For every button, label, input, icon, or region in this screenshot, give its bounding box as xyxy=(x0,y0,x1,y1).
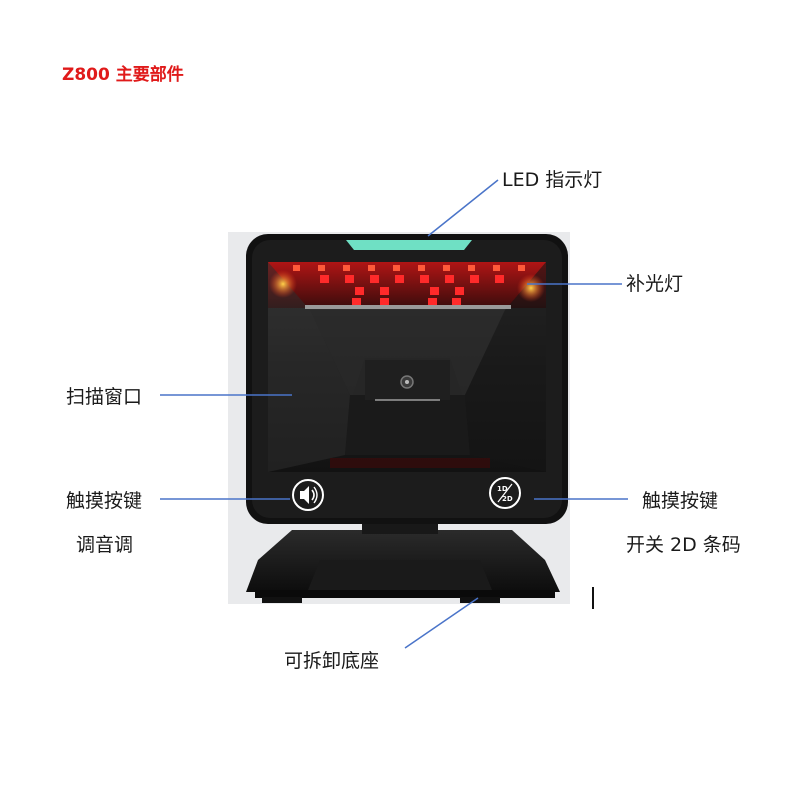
diagram-title: Z800 主要部件 xyxy=(62,65,184,85)
led-indicator-strip xyxy=(346,240,472,250)
label-scan-window: 扫描窗口 xyxy=(66,386,143,408)
text-cursor xyxy=(592,587,594,609)
leader-led xyxy=(427,179,499,237)
label-touch-left: 触摸按键 xyxy=(66,490,143,512)
leader-base xyxy=(404,597,479,649)
leader-lines xyxy=(160,179,628,649)
barcode-mode-icon: 1D 2D xyxy=(497,483,513,503)
detachable-base xyxy=(246,522,560,603)
touch-button-volume[interactable] xyxy=(292,479,324,511)
label-led-indicator: LED 指示灯 xyxy=(502,169,603,191)
label-touch-left-sub: 调音调 xyxy=(76,534,134,556)
scan-window xyxy=(268,262,546,472)
label-touch-right: 触摸按键 xyxy=(642,490,719,512)
speaker-icon xyxy=(300,486,318,504)
svg-text:2D: 2D xyxy=(502,495,513,503)
label-detachable-base: 可拆卸底座 xyxy=(284,650,380,672)
touch-button-1d2d[interactable]: 1D 2D xyxy=(489,477,521,509)
label-fill-light: 补光灯 xyxy=(626,273,684,295)
fill-light-leds xyxy=(269,265,545,305)
svg-text:1D: 1D xyxy=(497,485,508,493)
label-touch-right-sub: 开关 2D 条码 xyxy=(626,534,741,556)
